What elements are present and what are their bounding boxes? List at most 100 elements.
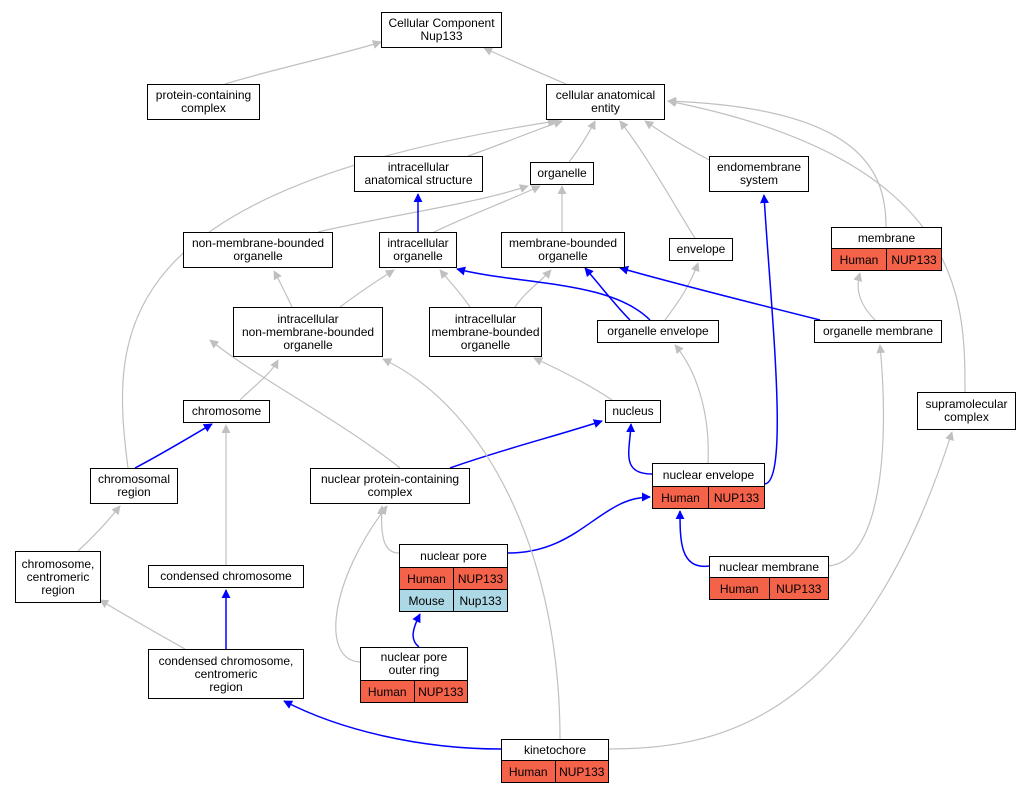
node-label: membrane — [857, 230, 916, 245]
node-oenv[interactable]: organelle envelope — [597, 320, 719, 343]
edge-inmbo-to-nmbo — [273, 270, 293, 308]
species-cell: Human — [661, 490, 700, 505]
edge-npor-to-npcc — [335, 505, 388, 663]
node-endo[interactable]: endomembrane system — [709, 156, 809, 192]
species-cell: Human — [508, 764, 548, 779]
node-label: intracellular organelle — [387, 236, 449, 263]
edge-nmbo-to-organelle — [317, 184, 529, 233]
node-label: nuclear pore — [420, 548, 487, 563]
edge-omem-to-mbo — [619, 265, 821, 321]
edge-chrreg-to-cae — [121, 117, 557, 469]
node-label: organelle — [537, 166, 587, 180]
gene-cell: NUP133 — [554, 761, 609, 782]
annotation-row: Human NUP133 — [832, 248, 941, 270]
gene-cell: Nup133 — [453, 590, 507, 611]
node-label: nuclear protein-containing complex — [320, 472, 460, 499]
node-pcc[interactable]: protein-containing complex — [147, 84, 260, 120]
annotation-row: Human NUP133 — [502, 760, 608, 782]
node-chrreg[interactable]: chromosomal region — [90, 468, 178, 504]
species-cell: Human — [367, 684, 407, 699]
edge-kineto-to-inmbo — [382, 358, 561, 740]
node-io[interactable]: intracellular organelle — [379, 232, 457, 268]
gene-cell: NUP133 — [708, 487, 764, 508]
edge-membrane-to-cae — [667, 96, 887, 228]
node-label: chromosome, centromeric region — [21, 556, 95, 597]
node-chromosome[interactable]: chromosome — [183, 400, 270, 423]
node-root[interactable]: Cellular Component Nup133 — [381, 12, 502, 48]
node-label: envelope — [676, 242, 726, 256]
node-label: endomembrane system — [716, 160, 802, 187]
edge-nenv-to-nucleus — [626, 423, 653, 475]
edge-npore-to-npcc — [377, 505, 400, 554]
edge-io-to-organelle — [433, 185, 541, 233]
edge-imbo-to-mbo — [514, 269, 552, 308]
node-imbo[interactable]: intracellular membrane-bounded organelle — [429, 307, 542, 357]
node-label: intracellular non-membrane-bounded organ… — [241, 311, 375, 352]
edge-pcc-to-root — [224, 40, 382, 85]
node-label: organelle membrane — [822, 324, 934, 338]
edge-npcc-to-nucleus — [449, 419, 603, 469]
edge-npcc-to-pcc — [209, 339, 401, 469]
node-label: cellular anatomical entity — [555, 88, 656, 115]
node-label: membrane-bounded organelle — [508, 236, 618, 263]
edge-chrcen-to-chrreg — [77, 505, 121, 552]
node-label: organelle envelope — [607, 324, 709, 338]
node-omem[interactable]: organelle membrane — [814, 320, 942, 343]
gene-cell: NUP133 — [413, 681, 468, 702]
gene-cell: NUP133 — [886, 249, 941, 270]
node-cae[interactable]: cellular anatomical entity — [546, 84, 665, 120]
node-ias[interactable]: intracellular anatomical structure — [354, 156, 483, 192]
node-nucleus[interactable]: nucleus — [605, 400, 661, 423]
node-label: nucleus — [612, 404, 654, 418]
annotation-row: Human NUP133 — [653, 486, 764, 508]
node-nmbo[interactable]: non-membrane-bounded organelle — [183, 232, 333, 268]
node-organelle[interactable]: organelle — [530, 162, 594, 185]
edge-ccr-to-chrcen — [99, 599, 186, 650]
node-inmbo[interactable]: intracellular non-membrane-bounded organ… — [233, 307, 383, 357]
node-label: supramolecular complex — [925, 397, 1008, 424]
annotation-row: Human NUP133 — [710, 577, 828, 599]
edge-oenv-to-mbo — [584, 267, 631, 321]
node-condchr[interactable]: condensed chromosome — [148, 565, 304, 588]
node-label: condensed chromosome, centromeric region — [158, 653, 294, 694]
node-label: chromosome — [191, 404, 262, 418]
species-cell: Mouse — [408, 593, 445, 608]
gene-cell: NUP133 — [768, 578, 829, 599]
edge-npor-to-npore — [412, 613, 421, 648]
gene-cell: NUP133 — [453, 568, 507, 589]
node-ccr[interactable]: condensed chromosome, centromeric region — [148, 649, 304, 699]
node-mbo[interactable]: membrane-bounded organelle — [501, 232, 625, 268]
species-cell: Human — [407, 571, 446, 586]
edge-oenv-to-io — [456, 266, 651, 321]
node-label: condensed chromosome — [160, 569, 292, 583]
node-label: non-membrane-bounded organelle — [191, 236, 325, 263]
node-label: protein-containing complex — [155, 88, 252, 115]
node-label: Cellular Component Nup133 — [388, 16, 495, 43]
edge-organelle-to-cae — [568, 120, 596, 163]
edge-chrreg-to-chromosome — [134, 423, 213, 469]
edge-nenv-to-oenv — [674, 344, 709, 464]
edge-envelope-to-cae — [619, 120, 696, 239]
edge-inmbo-to-io — [339, 269, 395, 308]
node-chrcen[interactable]: chromosome, centromeric region — [15, 551, 101, 603]
node-npcc[interactable]: nuclear protein-containing complex — [310, 468, 470, 504]
species-cell: Human — [839, 252, 879, 267]
node-envelope[interactable]: envelope — [669, 238, 733, 261]
edge-kineto-to-ccr — [283, 700, 502, 750]
node-label: chromosomal region — [97, 472, 171, 499]
node-label: nuclear envelope — [662, 467, 755, 482]
edge-omem-to-membrane — [853, 272, 876, 321]
node-label: nuclear membrane — [718, 559, 820, 574]
species-cell: Human — [719, 581, 759, 596]
node-supra[interactable]: supramolecular complex — [917, 392, 1016, 430]
edge-endo-to-cae — [644, 120, 714, 163]
node-label: intracellular membrane-bounded organelle — [431, 311, 540, 352]
edge-nmem-to-nenv — [675, 510, 710, 567]
